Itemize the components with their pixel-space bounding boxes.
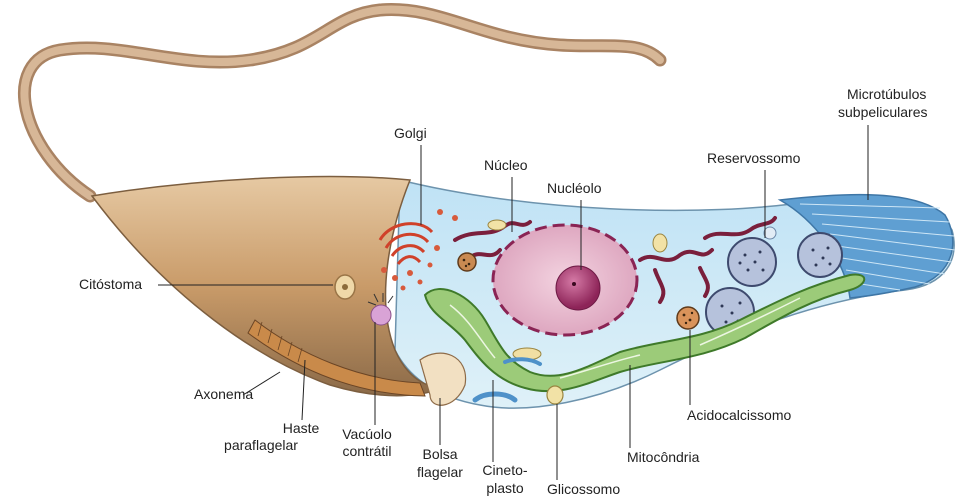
label-nucleolo: Nucléolo [547, 180, 601, 197]
label-mitocondria: Mitocôndria [627, 449, 699, 466]
label-axonema: Axonema [194, 386, 253, 403]
flagellum [24, 10, 660, 196]
label-golgi: Golgi [394, 125, 427, 142]
label-flagelar: flagelar [405, 464, 475, 481]
glycosome [547, 386, 563, 404]
label-acidocalcissomo: Acidocalcissomo [687, 407, 791, 424]
label-subpeliculares: subpeliculares [838, 104, 928, 121]
label-reservossomo: Reservossomo [707, 150, 800, 167]
label-vacuolo: Vacúolo [327, 426, 407, 443]
label-microtubulos: Microtúbulos [847, 86, 926, 103]
label-plasto: plasto [470, 480, 540, 497]
label-cineto: Cineto- [470, 462, 540, 479]
contractile-vacuole [371, 305, 391, 325]
label-citostoma: Citóstoma [79, 276, 142, 293]
label-contratil: contrátil [327, 443, 407, 460]
acidocalcisome [677, 307, 699, 329]
nucleolus [556, 266, 600, 310]
label-glicossomo: Glicossomo [547, 481, 620, 498]
label-bolsa: Bolsa [410, 446, 470, 463]
label-nucleo: Núcleo [484, 157, 528, 174]
label-paraflagelar: paraflagelar [216, 437, 306, 454]
